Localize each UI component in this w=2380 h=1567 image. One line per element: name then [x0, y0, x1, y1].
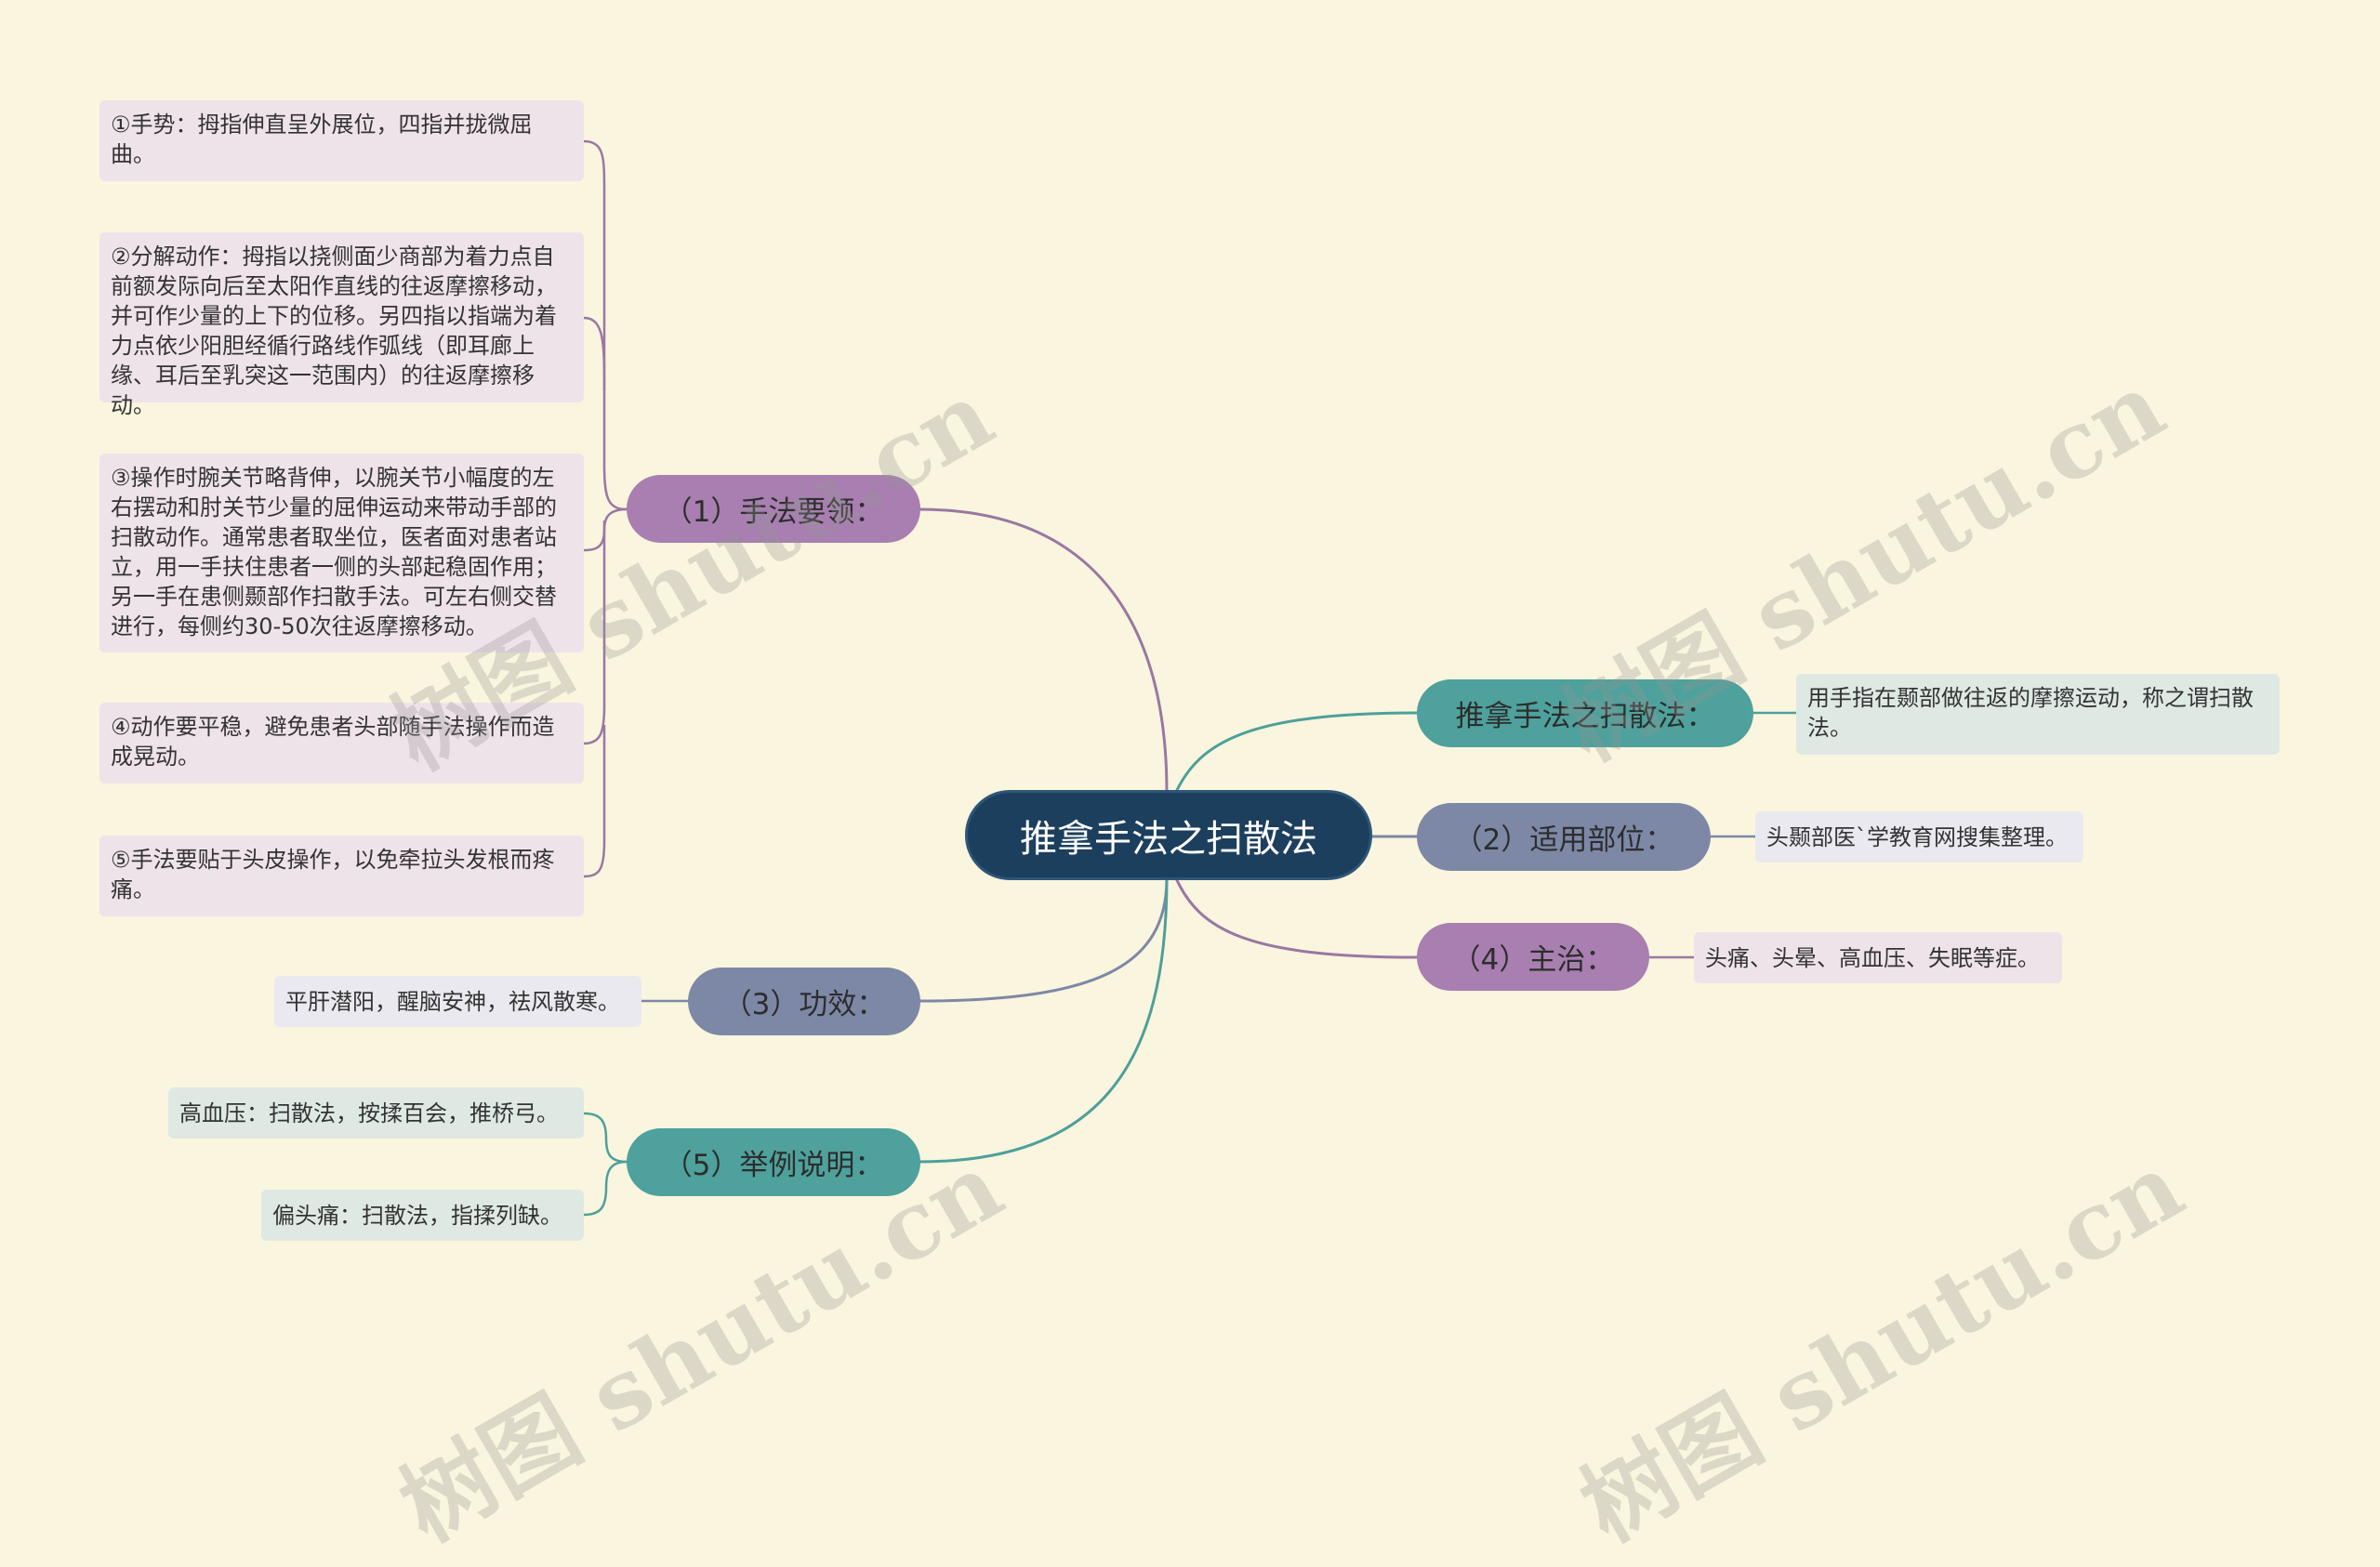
leaf-technique-2[interactable]: ②分解动作：拇指以挠侧面少商部为着力点自前额发际向后至太阳作直线的往返摩擦移动，… — [99, 232, 584, 418]
leaf-example-1[interactable]: 高血压：扫散法，按揉百会，推桥弓。 — [168, 1087, 584, 1139]
link-root-indication — [1174, 877, 1418, 959]
leaf-example-2[interactable]: 偏头痛：扫散法，指揉列缺。 — [261, 1190, 584, 1241]
leaf-effect-1[interactable]: 平肝潜阳，醒脑安神，祛风散寒。 — [274, 976, 641, 1027]
link-examples-2 — [583, 1160, 628, 1217]
link-examples-1 — [583, 1112, 628, 1164]
branch-indication[interactable]: （4）主治： — [1417, 923, 1649, 991]
link-technique-4 — [583, 520, 606, 745]
mindmap-connectors — [583, 139, 1796, 1217]
leaf-technique-3[interactable]: ③操作时腕关节略背伸，以腕关节小幅度的左右摆动和肘关节少量的屈伸运动来带动手部的… — [99, 454, 584, 652]
link-root-examples — [918, 877, 1169, 1164]
leaf-technique-5[interactable]: ⑤手法要贴于头皮操作，以免牵拉头发根而疼痛。 — [99, 836, 584, 916]
branch-examples[interactable]: （5）举例说明： — [627, 1128, 920, 1196]
branch-technique[interactable]: （1）手法要领： — [627, 475, 920, 543]
link-technique-1 — [583, 139, 628, 511]
branch-definition[interactable]: 推拿手法之扫散法： — [1417, 679, 1753, 747]
leaf-technique-4[interactable]: ④动作要平稳，避免患者头部随手法操作而造成晃动。 — [99, 703, 584, 784]
leaf-location-1[interactable]: 头颞部医`学教育网搜集整理。 — [1755, 811, 2083, 863]
link-root-technique — [918, 507, 1169, 793]
leaf-definition-1[interactable]: 用手指在颞部做往返的摩擦运动，称之谓扫散法。 — [1796, 674, 2280, 755]
link-technique-2 — [583, 316, 606, 391]
branch-effect[interactable]: （3）功效： — [688, 968, 920, 1035]
link-technique-5 — [583, 725, 606, 878]
root-topic[interactable]: 推拿手法之扫散法 — [965, 790, 1372, 880]
branch-location[interactable]: （2）适用部位： — [1417, 803, 1711, 871]
link-root-definition — [1174, 711, 1418, 793]
leaf-indication-1[interactable]: 头痛、头晕、高血压、失眠等症。 — [1694, 932, 2062, 983]
leaf-technique-1[interactable]: ①手势：拇指伸直呈外展位，四指并拢微屈曲。 — [99, 100, 584, 181]
link-root-effect — [918, 877, 1169, 1003]
